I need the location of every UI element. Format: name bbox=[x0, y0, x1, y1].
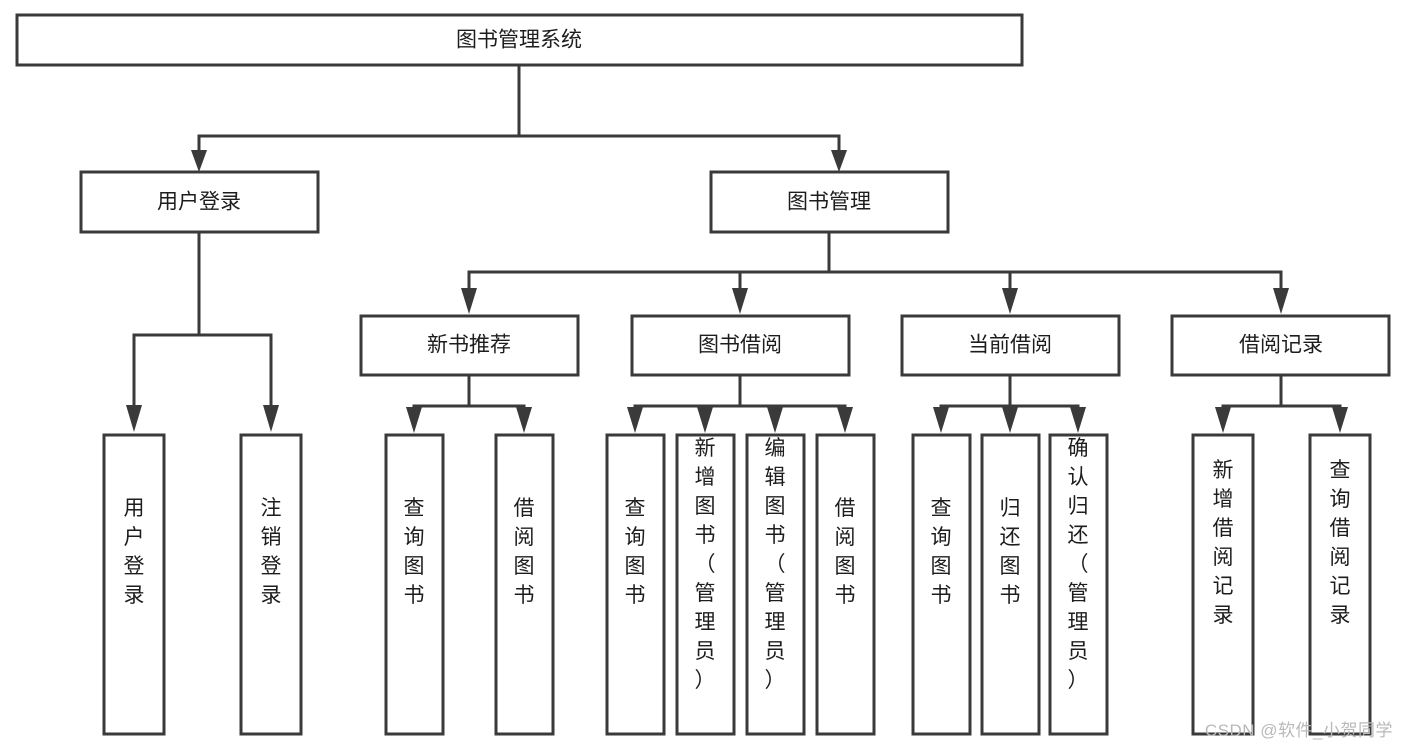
node-leaf-user-login-box[interactable] bbox=[102, 433, 166, 736]
node-leaf-borrow-book-2-box[interactable] bbox=[815, 433, 876, 736]
node-leaf-query-record[interactable]: 查询借阅记录 bbox=[1308, 433, 1372, 736]
node-leaf-edit-book-label: 编辑图书（管理员） bbox=[765, 437, 786, 692]
node-leaf-add-book-box[interactable] bbox=[675, 433, 736, 736]
node-leaf-query-book-3-label: 查询图书 bbox=[931, 497, 952, 607]
node-borrow-record-box[interactable] bbox=[1170, 314, 1391, 377]
edge-userlogin-bus bbox=[132, 230, 273, 412]
node-user-login-label: 用户登录 bbox=[157, 191, 241, 214]
node-book-manage-box[interactable] bbox=[709, 170, 950, 234]
arrow-to-leaf-query-book-2 bbox=[627, 407, 643, 433]
node-leaf-user-login-label: 用户登录 bbox=[124, 497, 145, 607]
arrow-to-leaf-edit-book bbox=[767, 407, 783, 433]
node-leaf-return-book-label: 归还图书 bbox=[1000, 497, 1021, 607]
arrow-to-book-manage bbox=[831, 150, 847, 172]
node-borrow-record[interactable]: 借阅记录 bbox=[1170, 314, 1391, 377]
node-leaf-edit-book-box[interactable] bbox=[745, 433, 806, 736]
node-leaf-confirm-return-box[interactable] bbox=[1048, 433, 1109, 736]
node-leaf-query-book-1[interactable]: 查询图书 bbox=[384, 433, 445, 736]
arrow-to-book-borrow bbox=[732, 288, 748, 314]
arrow-to-leaf-return-book bbox=[1002, 407, 1018, 433]
node-root-label: 图书管理系统 bbox=[456, 29, 582, 52]
node-current-borrow-box[interactable] bbox=[900, 314, 1121, 377]
node-leaf-query-record-label: 查询借阅记录 bbox=[1330, 459, 1351, 627]
node-new-book-rec[interactable]: 新书推荐 bbox=[359, 314, 580, 377]
csdn-watermark: CSDN @软件_小贺同学 bbox=[1204, 721, 1393, 740]
node-leaf-borrow-book-1-label: 借阅图书 bbox=[514, 497, 535, 607]
arrow-to-leaf-borrow-book-1 bbox=[516, 407, 532, 433]
node-leaf-query-book-3[interactable]: 查询图书 bbox=[911, 433, 972, 736]
node-leaf-confirm-return-label: 确认归还（管理员） bbox=[1068, 437, 1089, 692]
node-root[interactable]: 图书管理系统 bbox=[15, 13, 1024, 67]
node-leaf-query-record-box[interactable] bbox=[1308, 433, 1372, 736]
node-leaf-query-book-1-label: 查询图书 bbox=[404, 497, 425, 607]
node-leaf-logout-box[interactable] bbox=[239, 433, 303, 736]
node-borrow-record-label: 借阅记录 bbox=[1239, 334, 1323, 357]
node-leaf-borrow-book-2[interactable]: 借阅图书 bbox=[815, 433, 876, 736]
arrow-to-leaf-query-book-3 bbox=[933, 407, 949, 433]
arrow-to-leaf-confirm-return bbox=[1070, 407, 1086, 433]
arrow-to-leaf-query-book-1 bbox=[406, 407, 422, 433]
node-leaf-query-book-2-label: 查询图书 bbox=[625, 497, 646, 607]
node-leaf-confirm-return[interactable]: 确认归还（管理员） bbox=[1048, 433, 1109, 736]
node-leaf-add-record[interactable]: 新增借阅记录 bbox=[1191, 433, 1255, 736]
node-new-book-rec-box[interactable] bbox=[359, 314, 580, 377]
node-leaf-add-record-box[interactable] bbox=[1191, 433, 1255, 736]
node-leaf-query-book-2-box[interactable] bbox=[605, 433, 666, 736]
edge-currentborrow-bus bbox=[939, 373, 1080, 414]
arrow-to-leaf-add-record bbox=[1215, 407, 1231, 433]
node-leaf-query-book-1-box[interactable] bbox=[384, 433, 445, 736]
node-leaf-logout[interactable]: 注销登录 bbox=[239, 433, 303, 736]
node-leaf-add-book-label: 新增图书（管理员） bbox=[695, 437, 716, 692]
edge-bookborrow-bus bbox=[633, 373, 847, 414]
arrow-to-user-login bbox=[191, 150, 207, 172]
arrow-to-leaf-borrow-book-2 bbox=[837, 407, 853, 433]
arrow-to-leaf-logout bbox=[263, 405, 279, 432]
node-leaf-user-login[interactable]: 用户登录 bbox=[102, 433, 166, 736]
node-new-book-rec-label: 新书推荐 bbox=[427, 334, 511, 357]
node-book-manage-label: 图书管理 bbox=[787, 191, 871, 214]
node-leaf-add-record-label: 新增借阅记录 bbox=[1213, 459, 1234, 627]
arrow-to-borrow-record bbox=[1273, 288, 1289, 314]
node-user-login[interactable]: 用户登录 bbox=[79, 170, 320, 234]
node-leaf-add-book[interactable]: 新增图书（管理员） bbox=[675, 433, 736, 736]
arrow-to-leaf-add-book bbox=[697, 407, 713, 433]
edge-bookmanage-bus bbox=[467, 230, 1283, 292]
node-leaf-query-book-2[interactable]: 查询图书 bbox=[605, 433, 666, 736]
connector-layer bbox=[126, 64, 1348, 433]
node-book-borrow-box[interactable] bbox=[630, 314, 851, 377]
arrow-to-leaf-user-login bbox=[126, 405, 142, 432]
node-leaf-borrow-book-1[interactable]: 借阅图书 bbox=[494, 433, 555, 736]
edge-borrowrecord-bus bbox=[1221, 373, 1342, 414]
node-current-borrow-label: 当前借阅 bbox=[968, 334, 1052, 357]
node-leaf-borrow-book-2-label: 借阅图书 bbox=[835, 497, 856, 607]
node-current-borrow[interactable]: 当前借阅 bbox=[900, 314, 1121, 377]
node-leaf-borrow-book-1-box[interactable] bbox=[494, 433, 555, 736]
edge-root-bus bbox=[197, 64, 841, 160]
node-leaf-edit-book[interactable]: 编辑图书（管理员） bbox=[745, 433, 806, 736]
node-book-borrow-label: 图书借阅 bbox=[698, 334, 782, 357]
node-leaf-return-book-box[interactable] bbox=[980, 433, 1041, 736]
node-user-login-box[interactable] bbox=[79, 170, 320, 234]
node-book-manage[interactable]: 图书管理 bbox=[709, 170, 950, 234]
arrow-to-current-borrow bbox=[1002, 288, 1018, 314]
node-leaf-logout-label: 注销登录 bbox=[261, 497, 282, 607]
arrow-to-leaf-query-record bbox=[1332, 407, 1348, 433]
edge-newbookrec-bus bbox=[412, 373, 526, 414]
node-leaf-query-book-3-box[interactable] bbox=[911, 433, 972, 736]
node-leaf-return-book[interactable]: 归还图书 bbox=[980, 433, 1041, 736]
node-root-box[interactable] bbox=[15, 13, 1024, 67]
arrow-to-new-book-rec bbox=[461, 288, 477, 314]
node-book-borrow[interactable]: 图书借阅 bbox=[630, 314, 851, 377]
